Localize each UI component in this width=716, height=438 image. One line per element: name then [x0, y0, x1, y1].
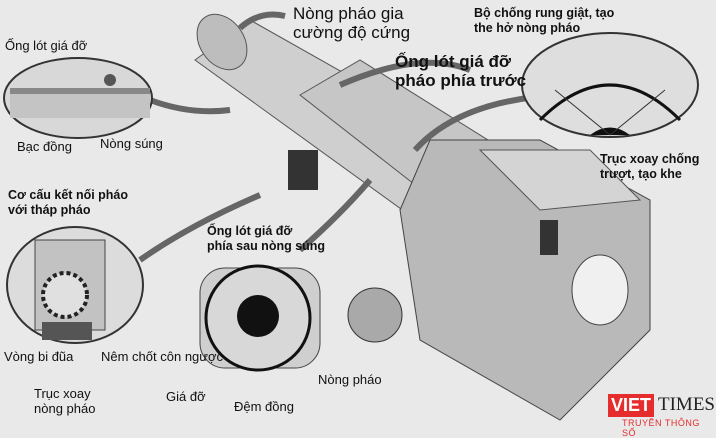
inset-rear-sleeve — [199, 264, 321, 372]
label-front-sleeve: Ống lót giá đỡ pháo phía trước — [395, 52, 527, 90]
inset-turret-link — [6, 226, 144, 344]
label-reverse-taper-wedge: Nêm chốt côn ngược — [101, 349, 224, 364]
label-sleeve-support: Ống lót giá đỡ — [5, 38, 88, 53]
label-barrel-reinforced: Nòng pháo gia cường độ cứng — [293, 4, 411, 42]
label-anti-slip-pivot: Trục xoay chống trượt, tạo khe — [600, 152, 700, 181]
inset-sleeve-section — [3, 57, 153, 139]
label-support: Giá đỡ — [166, 389, 206, 404]
viettimes-logo: VIET TIMES TRUYỀN THÔNG SỐ — [608, 394, 716, 438]
label-copper-bushing: Bạc đồng — [17, 139, 72, 154]
label-turret-link: Cơ cấu kết nối pháo với tháp pháo — [8, 188, 129, 217]
callout-arrows — [138, 11, 561, 263]
inset-front-sleeve — [521, 32, 699, 138]
label-barrel-pivot: Trục xoay nòng pháo — [34, 386, 96, 416]
label-recoil-damper: Bộ chống rung giật, tạo the hở nòng pháo — [474, 6, 615, 35]
logo-times: TIMES — [658, 394, 715, 415]
logo-tagline: TRUYỀN THÔNG SỐ — [622, 418, 700, 438]
label-gun-barrel: Nòng súng — [100, 136, 163, 151]
logo-viet: VIET — [608, 394, 655, 417]
label-roller-bearing: Vòng bi đũa — [4, 349, 74, 364]
label-rear-sleeve: Ống lót giá đỡ phía sau nòng súng — [207, 224, 326, 253]
breech-housing-drawing — [347, 139, 651, 421]
label-cannon-barrel: Nòng pháo — [318, 372, 382, 387]
mount-block — [288, 150, 318, 190]
label-copper-pad: Đệm đồng — [234, 399, 294, 414]
